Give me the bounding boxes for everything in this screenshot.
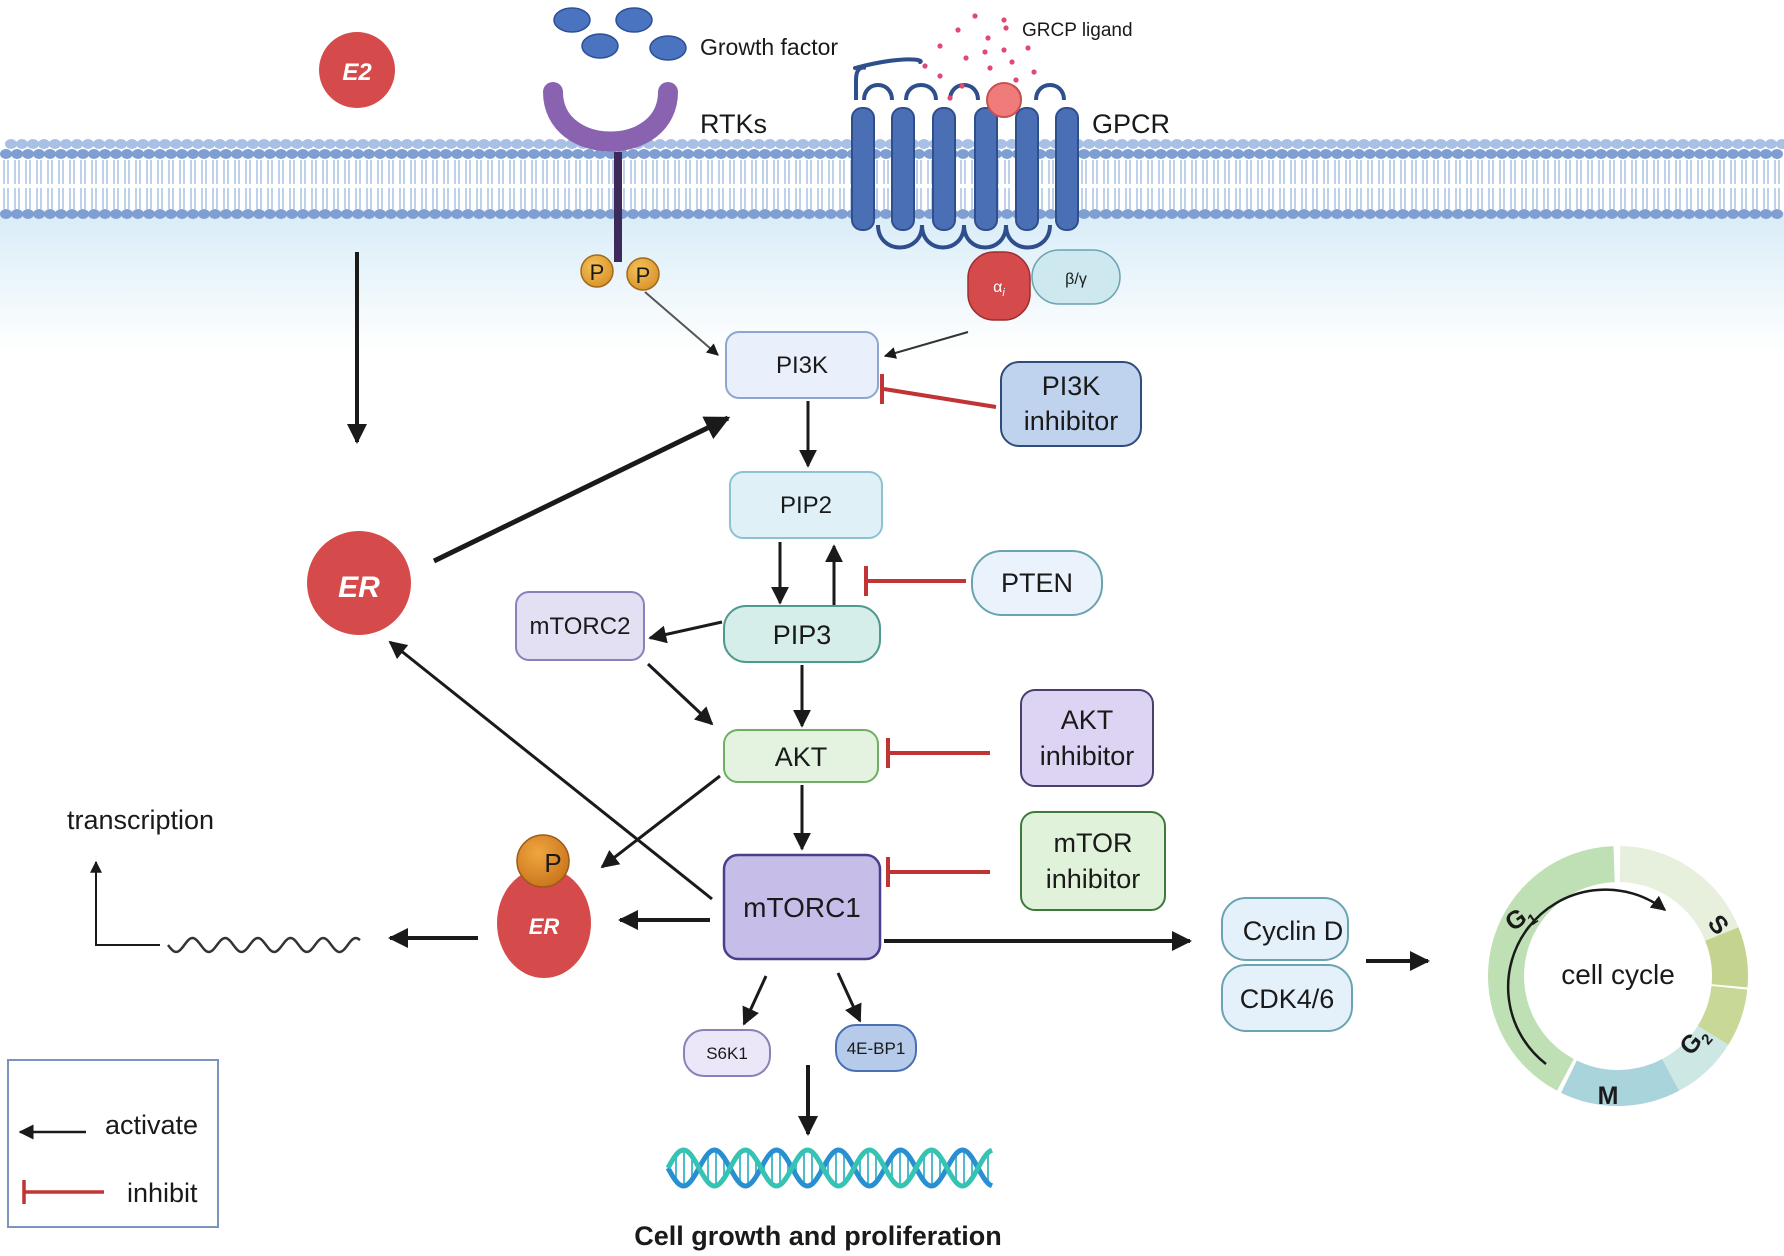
legend-activate-label: activate <box>105 1110 198 1140</box>
phospho-er: P ER <box>497 834 591 978</box>
svg-text:inhibitor: inhibitor <box>1024 406 1119 436</box>
transcription-label: transcription <box>67 805 214 835</box>
rtks-label: RTKs <box>700 109 767 139</box>
rtk-receptor: P P RTKs <box>543 82 767 291</box>
s6k1-node: S6K1 <box>683 1029 771 1077</box>
g-beta-gamma-subunit <box>1031 249 1121 305</box>
svg-text:S6K1: S6K1 <box>706 1044 748 1063</box>
svg-text:P: P <box>544 848 561 878</box>
svg-text:mTORC1: mTORC1 <box>743 892 861 923</box>
akt-inhibit-line <box>886 738 990 768</box>
grcp-ligand-label: GRCP ligand <box>1022 20 1133 41</box>
svg-text:P: P <box>636 263 651 288</box>
bound-ligand <box>986 82 1022 118</box>
rtk-to-pi3k-arrow <box>644 291 719 356</box>
svg-text:mTORC2: mTORC2 <box>530 613 631 640</box>
mtorc1-to-er-arrow <box>388 640 713 901</box>
mtor-inhibitor: mTOR inhibitor <box>1020 811 1166 911</box>
svg-text:PTEN: PTEN <box>1001 568 1073 598</box>
svg-text:PI3K: PI3K <box>776 352 828 379</box>
pten: PTEN <box>971 550 1103 616</box>
svg-text:mTOR: mTOR <box>1054 828 1133 858</box>
svg-text:P: P <box>590 260 605 285</box>
transcription-arrow <box>90 860 160 946</box>
pten-inhibit-line <box>864 566 966 596</box>
svg-text:E2: E2 <box>342 59 372 86</box>
gpcr-label: GPCR <box>1092 109 1170 139</box>
svg-text:αi: αi <box>993 279 1005 299</box>
mtorc1-to-s6k1-arrow <box>742 975 768 1026</box>
cycle-direction-arrow <box>1506 888 1667 1065</box>
svg-text:ER: ER <box>338 571 380 604</box>
gene-coil <box>167 936 361 954</box>
legend-inhibit-label: inhibit <box>127 1178 198 1208</box>
cdk46-node: CDK4/6 <box>1221 964 1353 1032</box>
akt-inhibitor: AKT inhibitor <box>1020 689 1154 787</box>
mtorc2-node: mTORC2 <box>515 591 645 661</box>
growth-factor-label: Growth factor <box>700 34 838 60</box>
svg-text:ER: ER <box>529 914 560 939</box>
gpcr-to-pi3k-arrow <box>883 331 969 359</box>
mtorc1-to-4ebp1-arrow <box>836 972 862 1023</box>
svg-text:inhibitor: inhibitor <box>1040 741 1135 771</box>
svg-text:PIP3: PIP3 <box>773 620 832 650</box>
4ebp1-node: 4E-BP1 <box>835 1024 917 1072</box>
er-to-pi3k-arrow <box>432 415 731 564</box>
pip3-node: PIP3 <box>723 605 881 663</box>
legend: activate inhibit <box>7 1059 219 1228</box>
mtorc1-node: mTORC1 <box>722 853 882 961</box>
pi3k-inhibitor: PI3K inhibitor <box>1000 361 1142 447</box>
e2-molecule: E2 <box>319 32 395 108</box>
pip3-to-mtorc2-arrow <box>648 620 723 644</box>
svg-text:CDK4/6: CDK4/6 <box>1240 984 1335 1014</box>
pip2-node: PIP2 <box>729 471 883 539</box>
svg-text:PIP2: PIP2 <box>780 492 832 519</box>
svg-text:PI3K: PI3K <box>1042 371 1101 401</box>
cell-growth-label: Cell growth and proliferation <box>634 1221 1002 1251</box>
gpcr-receptor: GRCP ligand GPCR αi β/γ <box>851 13 1170 321</box>
svg-text:inhibitor: inhibitor <box>1046 864 1141 894</box>
svg-text:4E-BP1: 4E-BP1 <box>847 1039 906 1058</box>
g-alpha-i-subunit <box>967 251 1031 321</box>
svg-text:M: M <box>1598 1082 1619 1110</box>
svg-text:β/γ: β/γ <box>1065 271 1087 288</box>
cell-cycle-ring: cell cycle G1 S G2 M <box>1488 846 1749 1110</box>
dna-helix-icon <box>665 1147 994 1189</box>
svg-text:Cyclin D: Cyclin D <box>1243 916 1344 946</box>
mtorc2-to-akt-arrow <box>646 662 714 726</box>
mtor-inhibit-line <box>886 857 990 887</box>
cyclin-d-node: Cyclin D <box>1221 897 1349 961</box>
svg-text:AKT: AKT <box>1061 705 1114 735</box>
svg-text:cell cycle: cell cycle <box>1561 959 1675 990</box>
growth-factor: Growth factor <box>553 7 838 61</box>
akt-to-er-arrow <box>600 774 721 869</box>
pi3k-inhibit-line <box>880 374 997 409</box>
er-receptor: ER <box>307 531 411 635</box>
pi3k-node: PI3K <box>725 331 879 399</box>
akt-node: AKT <box>723 729 879 783</box>
svg-text:AKT: AKT <box>775 742 828 772</box>
